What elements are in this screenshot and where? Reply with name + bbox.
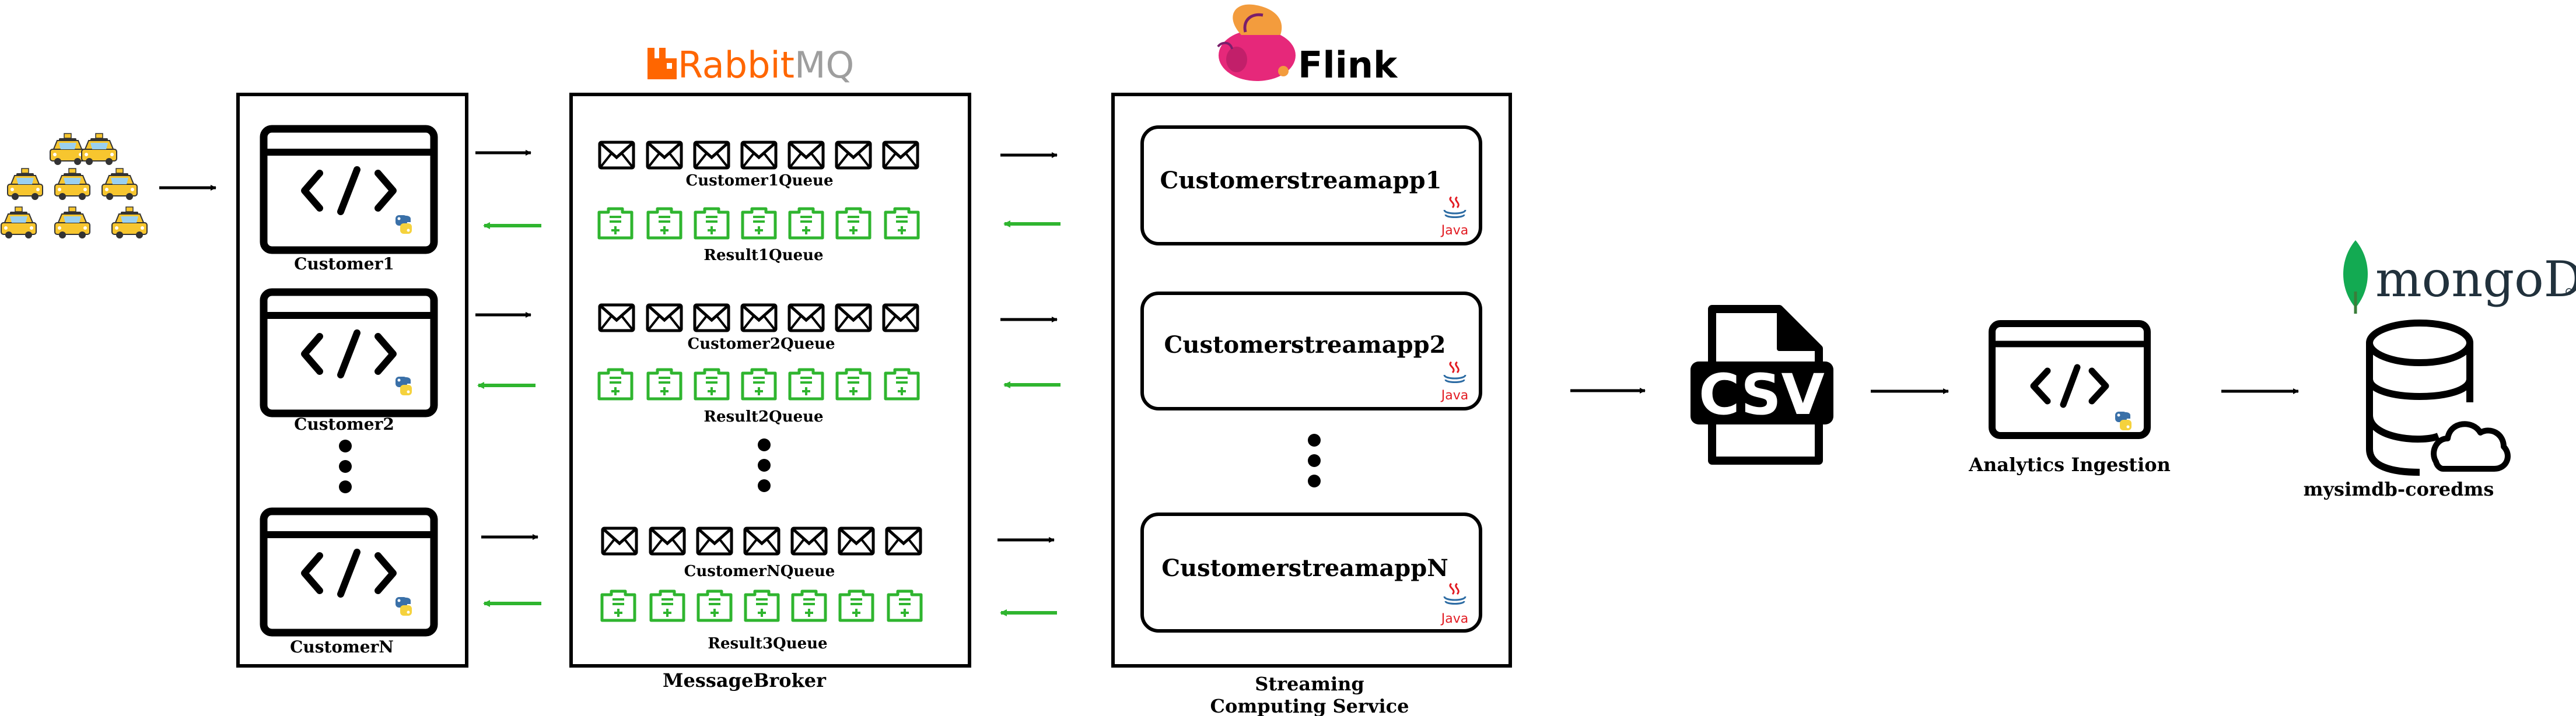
message-broker-caption: MessageBroker xyxy=(663,669,827,692)
csv-file-icon: CSV xyxy=(1690,305,1833,465)
customer1-queue-label: Customer1Queue xyxy=(686,172,834,189)
customer-n-label: CustomerN xyxy=(290,637,394,657)
customer2-queue-label: Customer2Queue xyxy=(688,335,835,353)
customer-ellipsis xyxy=(339,440,352,493)
customer1-queue: Customer1Queue xyxy=(600,142,918,189)
stream-app-1: Customerstreamapp1 Java xyxy=(1140,125,1482,245)
analytics-ingestion-label: Analytics Ingestion xyxy=(1968,454,2171,476)
queue-ellipsis xyxy=(758,438,771,492)
result3-queue-label: Result3Queue xyxy=(708,635,827,652)
stream-app-n-label: CustomerstreamappN xyxy=(1161,554,1448,582)
stream-app-2: Customerstreamapp2 Java xyxy=(1140,292,1482,410)
customer2-queue: Customer2Queue xyxy=(600,305,918,353)
result2-queue-label: Result2Queue xyxy=(704,408,823,426)
java-badge-text: Java xyxy=(1440,388,1468,403)
mongodb-leaf-icon xyxy=(2343,240,2368,308)
java-badge-text: Java xyxy=(1440,612,1468,626)
taxi-fleet-icon xyxy=(1,133,148,239)
result1-queue: Result1Queue xyxy=(599,209,918,264)
customer-n: CustomerN xyxy=(264,511,434,657)
rabbitmq-icon xyxy=(648,48,677,79)
rabbitmq-logo: RabbitMQ xyxy=(648,44,854,86)
rabbitmq-logo-text: RabbitMQ xyxy=(678,44,854,86)
customern-queue: CustomerNQueue xyxy=(603,528,921,580)
csv-label: CSV xyxy=(1699,362,1825,427)
streaming-caption-line2: Computing Service xyxy=(1210,695,1409,716)
result2-queue: Result2Queue xyxy=(599,370,918,426)
customer-2: Customer2 xyxy=(264,292,434,434)
java-badge-text: Java xyxy=(1440,223,1468,238)
customer-2-label: Customer2 xyxy=(294,415,394,434)
database-label: mysimdb-coredms xyxy=(2304,478,2494,500)
flink-squirrel-icon xyxy=(1217,4,1296,81)
stream-app-n: CustomerstreamappN Java xyxy=(1140,513,1482,633)
mongodb-logo-text: mongoDB xyxy=(2375,251,2576,308)
stream-app-2-label: Customerstreamapp2 xyxy=(1164,331,1446,359)
flink-logo: Flink xyxy=(1217,4,1398,86)
streaming-service-container xyxy=(1111,93,1512,668)
customer-1: Customer1 xyxy=(264,129,434,273)
customers-container xyxy=(236,93,468,668)
streaming-caption-line1: Streaming xyxy=(1255,673,1364,695)
customer-1-label: Customer1 xyxy=(294,254,394,273)
message-broker-container xyxy=(569,93,971,668)
flink-logo-text: Flink xyxy=(1298,44,1398,86)
customern-queue-label: CustomerNQueue xyxy=(684,563,835,580)
analytics-ingestion: Analytics Ingestion xyxy=(1968,320,2171,476)
stream-app-1-label: Customerstreamapp1 xyxy=(1160,167,1442,194)
mongodb-logo: mongoDB xyxy=(2343,240,2576,314)
result1-queue-label: Result1Queue xyxy=(704,247,823,264)
stream-app-ellipsis xyxy=(1308,434,1321,487)
result3-queue: Result3Queue xyxy=(602,591,921,652)
cloud-database-icon: mysimdb-coredms xyxy=(2304,320,2511,500)
